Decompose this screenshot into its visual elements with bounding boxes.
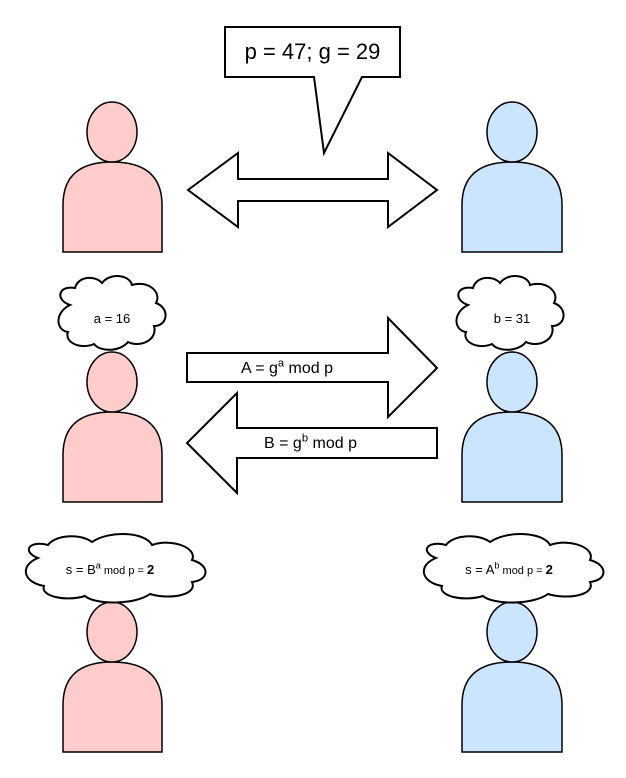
alice-shared-secret-label: s = Ba mod p = 2 — [28, 560, 192, 577]
message-to-bob-label: A = ga mod p — [187, 357, 387, 378]
public-params-callout — [224, 26, 401, 157]
alice-shared-prefix: s = B — [65, 562, 96, 577]
alice-shared-cloud — [25, 533, 207, 604]
alice-head — [86, 101, 138, 163]
message-to-bob-suffix: mod p — [284, 360, 334, 377]
bob-secret-label: b = 31 — [493, 311, 531, 326]
bob-shared-exponent: b — [494, 560, 500, 571]
bob-head — [486, 351, 538, 413]
bob-body — [461, 411, 563, 503]
arrow-to-alice — [185, 390, 438, 496]
alice-body — [62, 161, 163, 253]
alice-thought-cloud — [57, 275, 167, 351]
message-to-bob-prefix: A = g — [240, 360, 278, 377]
bob-shared-mid: mod p = — [499, 565, 546, 577]
bob-figure-1 — [461, 101, 563, 253]
bob-thought-cloud — [455, 275, 565, 351]
alice-figure-3 — [62, 601, 163, 753]
bob-shared-cloud — [423, 533, 605, 604]
alice-body — [62, 661, 163, 753]
message-to-alice-label: B = gb mod p — [237, 432, 437, 453]
bob-shared-secret-label: s = Ab mod p = 2 — [427, 560, 591, 577]
bob-head — [486, 601, 538, 663]
public-params-label: p = 47; g = 29 — [244, 39, 381, 64]
message-to-alice-prefix: B = g — [264, 435, 302, 452]
message-to-alice-exponent: b — [301, 432, 309, 445]
bob-body — [461, 161, 563, 253]
message-to-bob-exponent: a — [277, 357, 285, 370]
double-arrow — [186, 150, 439, 230]
bob-shared-value: 2 — [545, 562, 553, 577]
alice-shared-exponent: a — [95, 560, 101, 571]
alice-body — [62, 411, 163, 503]
alice-shared-value: 2 — [147, 562, 155, 577]
bob-body — [461, 661, 563, 753]
alice-shared-mid: mod p = — [100, 565, 147, 577]
alice-head — [86, 601, 138, 663]
alice-figure-2 — [62, 351, 163, 503]
bob-head — [486, 101, 538, 163]
alice-figure-1 — [62, 101, 163, 253]
bob-shared-prefix: s = A — [465, 562, 495, 577]
arrow-to-bob — [186, 315, 439, 420]
bob-figure-3 — [461, 601, 563, 753]
message-to-alice-suffix: mod p — [308, 435, 357, 452]
bob-figure-2 — [461, 351, 563, 503]
alice-head — [86, 351, 138, 413]
alice-secret-label: a = 16 — [93, 311, 131, 326]
